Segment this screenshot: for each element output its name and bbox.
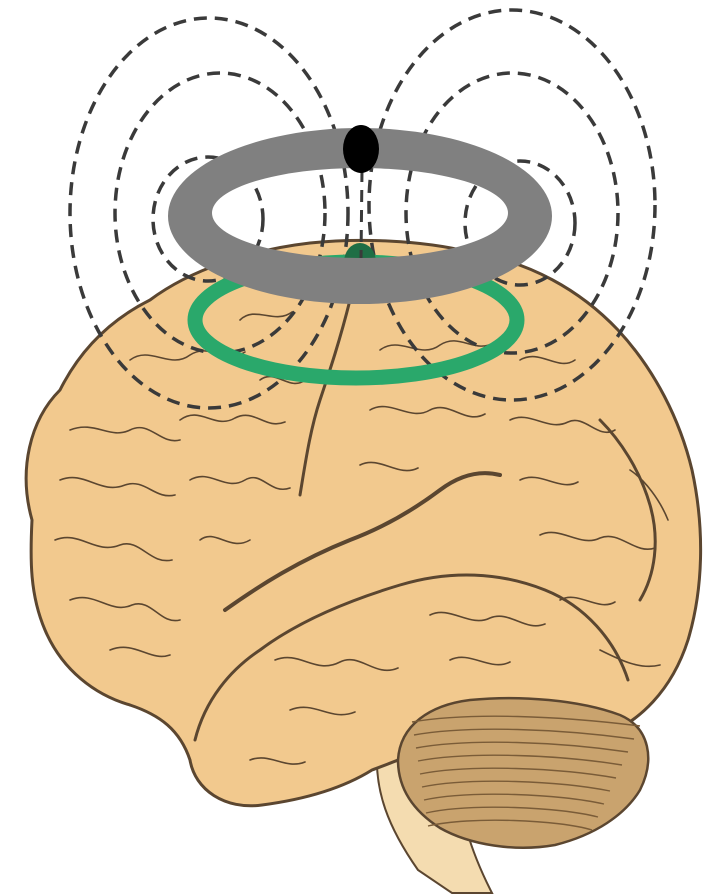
brain <box>26 240 700 893</box>
current-marker-top <box>343 125 379 173</box>
cerebellum <box>398 698 648 848</box>
